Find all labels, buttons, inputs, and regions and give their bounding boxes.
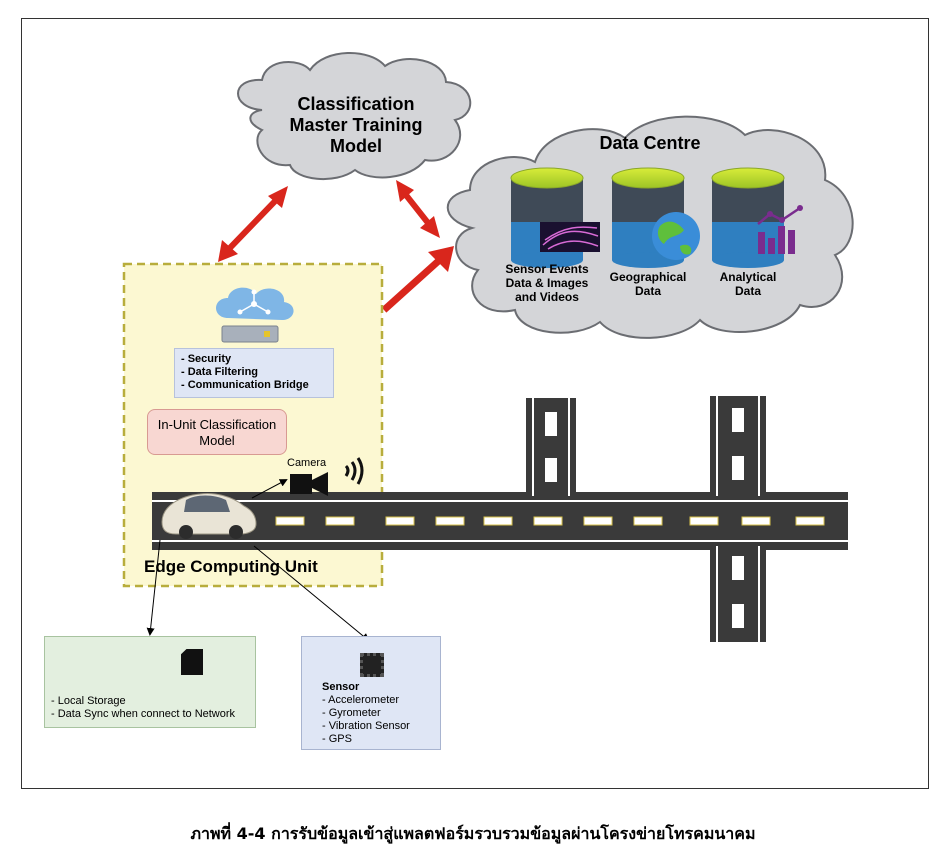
camera-icon (290, 472, 328, 496)
road (152, 396, 848, 642)
database-cylinder-3 (711, 167, 803, 268)
feature-data-filtering: - Data Filtering (181, 366, 259, 378)
storage-item-sync: - Data Sync when connect to Network (51, 708, 236, 720)
figure-frame (21, 18, 929, 789)
sensor-gyrometer: - Gyrometer (322, 707, 381, 719)
lane-dash (483, 516, 513, 526)
store-label-sensor-events: Sensor Events Data & Images and Videos (505, 262, 589, 304)
sensor-vibration: - Vibration Sensor (322, 720, 410, 732)
data-centre-title: Data Centre (599, 133, 701, 153)
lane-dash (583, 516, 613, 526)
database-cylinder-2 (611, 167, 700, 268)
storage-item-local: - Local Storage (51, 695, 126, 707)
master-training-title: Classification Master Training Model (289, 94, 423, 156)
edge-unit-title: Edge Computing Unit (144, 557, 318, 576)
lane-dash (275, 516, 305, 526)
local-storage-box: - Local Storage - Data Sync when connect… (44, 636, 256, 728)
figure-caption: ภาพที่ 4-4 การรับข้อมูลเข้าสู่แพลตฟอร์มร… (190, 824, 756, 843)
lane-dash (633, 516, 663, 526)
camera-label: Camera (287, 457, 327, 469)
sd-card-icon (181, 649, 203, 675)
bar-chart-icon (757, 205, 803, 254)
red-arrow-master-datacentre (396, 180, 440, 238)
store-label-analytical: Analytical Data (719, 270, 777, 298)
lane-dash (385, 516, 415, 526)
red-arrow-edge-datacentre (381, 246, 454, 313)
sensor-title: Sensor (322, 681, 360, 693)
cloud-server-icon (216, 287, 294, 343)
in-unit-classifier-box: In-Unit Classification Model (147, 409, 287, 455)
lane-dash (795, 516, 825, 526)
lane-dash (325, 516, 355, 526)
car-image (161, 493, 257, 539)
sensor-box: Sensor - Accelerometer - Gyrometer - Vib… (301, 636, 441, 750)
store-label-geographical: Geographical Data (609, 270, 687, 298)
lane-dash (689, 516, 719, 526)
lane-dash (435, 516, 465, 526)
wireless-signal-icon (344, 457, 364, 485)
feature-security: - Security (181, 353, 232, 365)
database-cylinder-1 (510, 167, 600, 268)
red-arrow-edge-master (218, 186, 288, 262)
chip-icon (360, 653, 384, 677)
server-features-box: - Security - Data Filtering - Communicat… (174, 348, 334, 398)
sensor-accelerometer: - Accelerometer (322, 694, 400, 706)
lane-dash (741, 516, 771, 526)
sensor-gps: - GPS (322, 733, 352, 745)
feature-communication-bridge: - Communication Bridge (181, 379, 309, 391)
lane-dash (533, 516, 563, 526)
master-training-cloud (237, 52, 472, 181)
